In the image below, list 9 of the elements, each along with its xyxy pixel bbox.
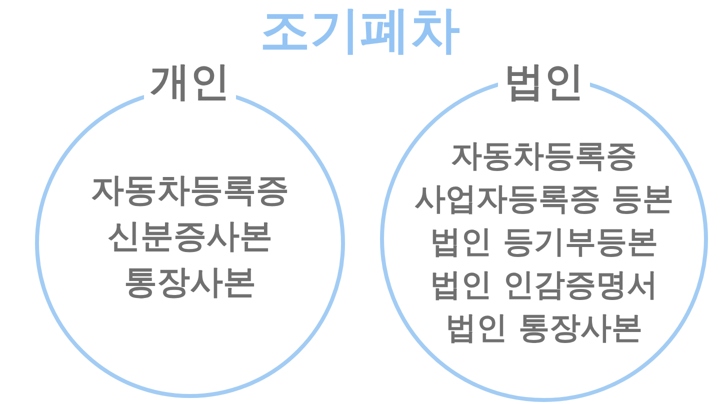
document-item: 통장사본: [123, 262, 257, 301]
document-item: 신분증사본: [106, 216, 274, 255]
document-item: 법인 인감증명서: [429, 267, 659, 304]
document-item: 법인 등기부등본: [429, 224, 659, 261]
document-item: 자동차등록증: [90, 170, 290, 209]
document-item: 자동차등록증: [450, 138, 638, 175]
document-item: 법인 통장사본: [444, 310, 644, 347]
diagram-title: 조기폐차: [259, 0, 461, 60]
document-item: 사업자등록증 등본: [414, 181, 674, 218]
